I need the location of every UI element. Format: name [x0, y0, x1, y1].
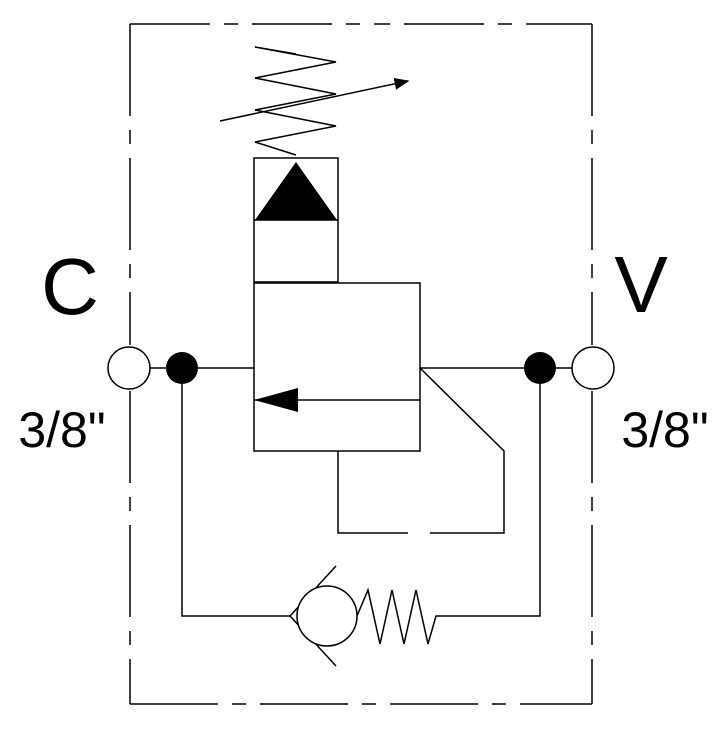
- check-ball-icon: [296, 585, 358, 647]
- check-spring: [356, 587, 440, 645]
- main-valve-block: [196, 282, 524, 534]
- bypass-line-right: [440, 368, 541, 617]
- junction-dot-left: [166, 352, 198, 384]
- adjustment-arrow: [219, 77, 410, 122]
- port-junctions: [107, 346, 615, 390]
- port-c-circle: [107, 346, 151, 390]
- pilot-triangle-icon: [255, 162, 337, 220]
- port-v-size: 3/8": [621, 402, 708, 458]
- port-c-letter: C: [41, 242, 99, 331]
- check-valve-bypass: [181, 368, 541, 667]
- pilot-stage: [253, 157, 339, 283]
- bypass-line-left: [181, 368, 290, 617]
- port-v-circle: [571, 346, 615, 390]
- pilot-spring: [254, 46, 337, 156]
- flow-arrow-icon: [254, 388, 298, 412]
- port-v-letter: V: [614, 240, 668, 329]
- port-c-size: 3/8": [18, 402, 105, 458]
- drain-line-return: [337, 451, 408, 534]
- valve-envelope-boundary: [129, 23, 593, 705]
- adjustable-spring-symbol: [219, 46, 410, 156]
- junction-dot-right: [524, 352, 556, 384]
- drain-line: [419, 367, 505, 534]
